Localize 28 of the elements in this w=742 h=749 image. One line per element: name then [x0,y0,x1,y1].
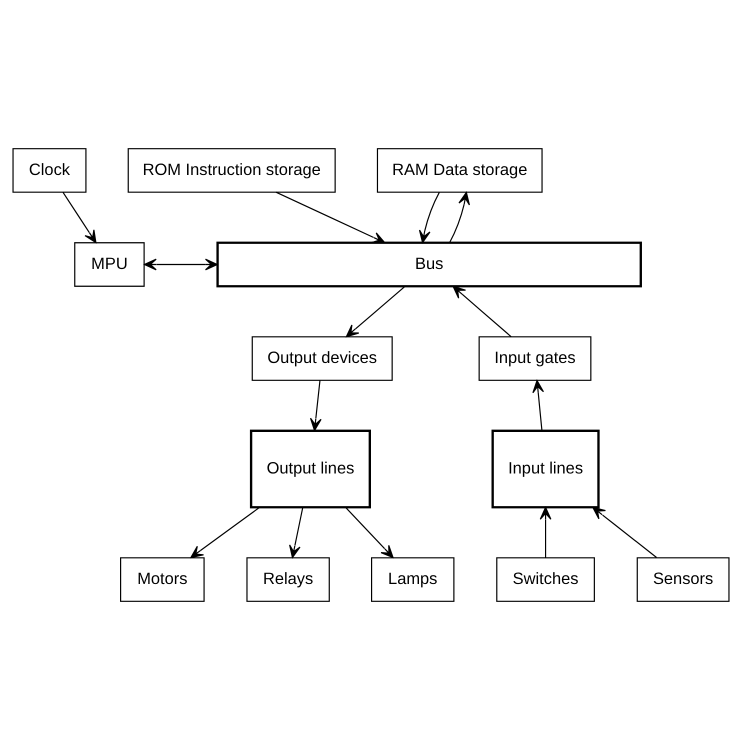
arrow [62,192,96,243]
node-box: MPU [74,242,145,286]
node-box: Lamps [371,556,454,602]
node-box: ROM Instruction storage [128,148,336,192]
node-box: Output devices [252,336,393,380]
arrow [289,506,304,558]
arrow [310,380,322,431]
arrow [452,285,512,337]
node-box: Output lines [250,429,371,508]
node-box: RAM Data storage [376,148,543,192]
arrow [346,286,406,337]
arrow [449,191,470,242]
node-box: Relays [246,556,330,602]
node-box: Sensors [636,556,730,602]
arrow [540,506,552,557]
node-box: Motors [120,556,205,602]
node-box: Switches [496,556,595,602]
node-box: Input lines [492,429,600,508]
node-box: Bus [216,241,642,287]
arrow [276,191,386,243]
arrow [532,379,544,430]
node-box: Input gates [478,336,592,380]
arrow [418,192,440,243]
arrow [190,506,260,558]
node-box: Clock [12,148,87,192]
arrow [345,506,394,558]
arrow [592,506,657,558]
arrow [144,258,218,270]
